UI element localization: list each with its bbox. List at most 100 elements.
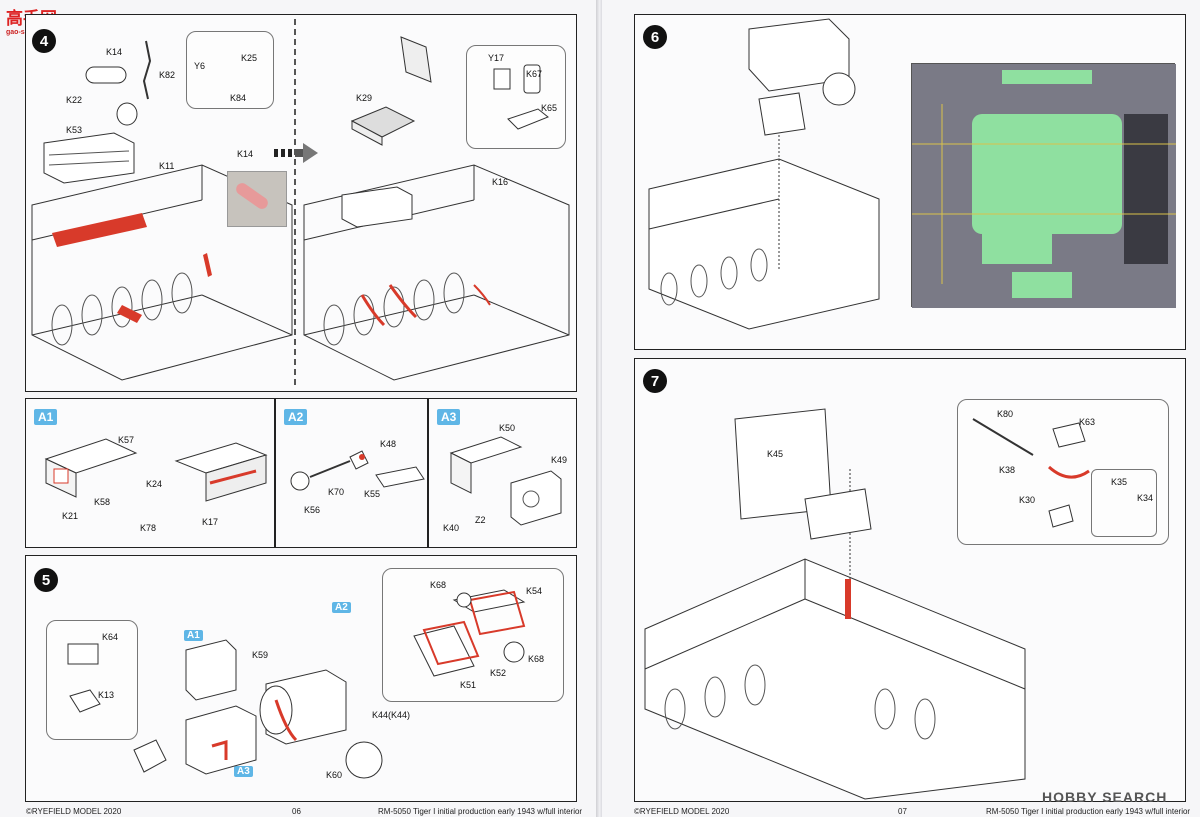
- hobby-search-text: HOBBY SEARCH: [1042, 789, 1168, 805]
- label-k78: K78: [140, 523, 157, 533]
- a2-drawing: [290, 450, 425, 491]
- label-k35: K35: [1111, 477, 1128, 487]
- label-y6: Y6: [194, 61, 206, 71]
- k14-reference-photo: [227, 171, 287, 227]
- label-k24: K24: [146, 479, 163, 489]
- subassembly-tag-a2: A2: [284, 409, 308, 425]
- k64-drawing: [67, 643, 101, 713]
- divider: [294, 19, 296, 385]
- step-5-panel: 5 K64 K13 A1 A2 A3 K59 K44(K44) K60: [25, 555, 577, 802]
- subassembly-tag-a3: A3: [437, 409, 461, 425]
- parts-k22-drum: [116, 102, 138, 126]
- footer-page-number: 06: [292, 807, 301, 816]
- parts-k29-seat: [350, 106, 416, 146]
- hull-with-bulkhead-drawing: [644, 408, 1026, 800]
- label-k70: K70: [328, 487, 345, 497]
- detail-inset-y6-k84: [186, 31, 274, 109]
- label-k29: K29: [356, 93, 373, 103]
- parts-k14-cylinder: [85, 66, 127, 84]
- label-k49: K49: [551, 455, 568, 465]
- label-k34: K34: [1137, 493, 1154, 503]
- before-after-arrow: [274, 143, 318, 163]
- subassembly-tag-a1: A1: [34, 409, 58, 425]
- subassembly-a2-panel: A2 K48 K70 K55 K56: [275, 398, 428, 548]
- label-k50: K50: [499, 423, 516, 433]
- step-4-panel: 4: [25, 14, 577, 392]
- footer-product: RM-5050 Tiger I initial production early…: [378, 807, 583, 816]
- step-7-panel: 7 K45: [634, 358, 1186, 802]
- label-k59: K59: [252, 650, 269, 660]
- footer-copyright: ©RYEFIELD MODEL 2020: [634, 807, 730, 816]
- tag-a2: A2: [332, 602, 351, 613]
- label-k30: K30: [1019, 495, 1036, 505]
- label-k55: K55: [364, 489, 381, 499]
- label-k14-photo: K14: [237, 149, 254, 159]
- label-k54: K54: [526, 586, 543, 596]
- label-k21: K21: [62, 511, 79, 521]
- seat-detail-drawing: [493, 64, 549, 130]
- footer-product: RM-5050 Tiger I initial production early…: [986, 807, 1191, 816]
- subassembly-a3-panel: A3 K50 K49 K40 Z2: [428, 398, 577, 548]
- label-k84: K84: [230, 93, 247, 103]
- engine-bay-reference-print: [911, 63, 1176, 308]
- label-k48: K48: [380, 439, 397, 449]
- tag-a1: A1: [184, 630, 203, 641]
- label-k68-top: K68: [430, 580, 447, 590]
- label-k57: K57: [118, 435, 135, 445]
- highlight-strip: [52, 213, 147, 247]
- label-k38: K38: [999, 465, 1016, 475]
- label-k51: K51: [460, 680, 477, 690]
- step5-assembly-drawing: [133, 639, 383, 779]
- parts-k53-box-after: [341, 186, 413, 228]
- right-page: 6: [602, 0, 1200, 817]
- step-6-panel: 6: [634, 14, 1186, 350]
- label-k60: K60: [326, 770, 343, 780]
- label-k52: K52: [490, 668, 507, 678]
- detail-inset-seat: [466, 45, 566, 149]
- label-k63: K63: [1079, 417, 1096, 427]
- hobby-search-logo: HOBBY SEARCH: [1042, 789, 1167, 805]
- label-k25: K25: [241, 53, 258, 63]
- label-k64: K64: [102, 632, 119, 642]
- subassembly-a1-panel: A1 K57 K24 K58 K21 K78 K17: [25, 398, 275, 548]
- label-k82: K82: [159, 70, 176, 80]
- a3-drawing: [449, 436, 562, 526]
- label-z2: Z2: [475, 515, 486, 525]
- label-k80: K80: [997, 409, 1014, 419]
- label-k14: K14: [106, 47, 123, 57]
- hull-drawing-before: [31, 164, 293, 381]
- label-k16: K16: [492, 177, 509, 187]
- detail-inset-k64: [46, 620, 138, 740]
- book-gutter: [596, 0, 604, 817]
- parts-k53-box: [43, 132, 135, 184]
- k80-detail-drawing: [972, 418, 1090, 528]
- label-k44: K44(K44): [372, 710, 411, 720]
- step-number: 5: [34, 568, 58, 592]
- k51-k54-drawing: [413, 589, 526, 677]
- label-k22: K22: [66, 95, 83, 105]
- footer-page-number: 07: [898, 807, 907, 816]
- label-y17: Y17: [488, 53, 505, 63]
- detail-inset-k34-k35: [1091, 469, 1157, 537]
- a1-frame-drawing: [44, 438, 138, 498]
- label-k65: K65: [541, 103, 558, 113]
- step-number: 4: [32, 29, 56, 53]
- parts-k82-rod: [142, 40, 152, 100]
- label-k13: K13: [98, 690, 115, 700]
- step-number: 7: [643, 369, 667, 393]
- label-k40: K40: [443, 523, 460, 533]
- label-k56: K56: [304, 505, 321, 515]
- label-k17: K17: [202, 517, 219, 527]
- detail-inset-k51-k54: [382, 568, 564, 702]
- footer-copyright: ©RYEFIELD MODEL 2020: [26, 807, 122, 816]
- engine-bay-drawing: [648, 18, 880, 330]
- label-k58: K58: [94, 497, 111, 507]
- left-page: 高手网 gao-shou.com 4: [0, 0, 598, 817]
- label-k67: K67: [526, 69, 543, 79]
- label-k45: K45: [767, 449, 784, 459]
- label-k11: K11: [159, 161, 175, 171]
- a1-box-drawing: [174, 442, 268, 502]
- parts-backrest: [400, 36, 432, 83]
- label-k53: K53: [66, 125, 83, 135]
- label-k68-right: K68: [528, 654, 545, 664]
